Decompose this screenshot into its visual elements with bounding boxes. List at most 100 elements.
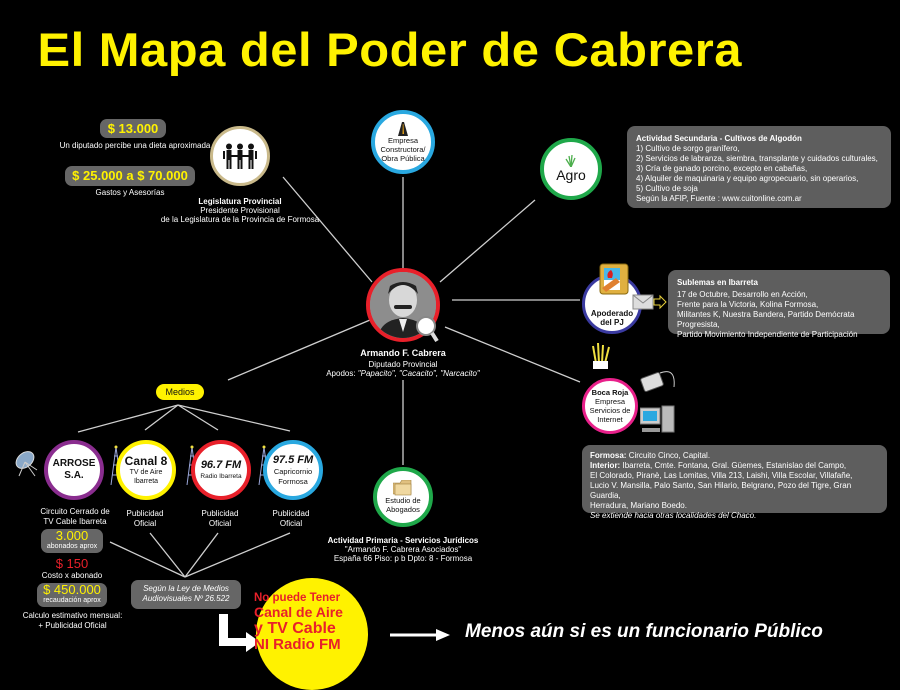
legislatura-title: Legislatura Provincial [198,197,282,206]
arrose-subtitle: S.A. [64,470,84,481]
cabrera-nicknames: Apodos: "Papacito", "Cacacito", "Narcaci… [300,369,506,379]
medio-arrose-node[interactable]: ARROSE S.A. [44,440,104,500]
arrose-title: ARROSE [52,458,96,469]
abonados-label: abonados aprox [46,543,98,550]
pj-line: Militantes K, Nuestra Bandera, Partido D… [677,310,855,329]
medio-canal8-node[interactable]: Canal 8 TV de Aire Ibarreta [116,440,176,500]
abonados-badge: 3.000 abonados aprox [41,529,103,553]
pj-panel-title: Sublemas en Ibarreta [677,278,758,287]
medio-975fm-node[interactable]: 97.5 FM Capricornio Formosa [263,440,323,500]
975fm-caption-line1: Publicidad [272,509,310,518]
boca-roja-line2: Servicios de [589,406,631,415]
975fm-caption: Publicidad Oficial [261,509,321,529]
cabrera-role: Diputado Provincial [368,360,438,369]
interior-line: Herradura, Mariano Boedo. [590,501,687,510]
coverage-note: Se extiende hacia otras localidades del … [590,511,757,520]
pj-line: 17 de Octubre, Desarrollo en Acción, [677,290,808,299]
dieta-label: Un diputado percibe una dieta aproximada [59,141,211,150]
agro-item: 3) Cría de ganado porcino, excepto en ca… [636,164,808,173]
satellite-dish-icon [13,448,41,483]
magnifier-icon [415,315,439,348]
abogados-line1: Estudio de [385,496,421,505]
page-title: El Mapa del Poder de Cabrera [37,23,742,76]
pj-shield-icon [598,262,630,301]
agro-label: Agro [556,167,586,183]
medio-967fm-node[interactable]: 96.7 FM Radio Ibarreta [191,440,251,500]
ley-line1: Según la Ley de Medios [143,584,229,593]
recaudacion-badge: $ 450.000 recaudación aprox [37,583,107,607]
arrose-caption-line1: Circuito Cerrado de [40,507,110,516]
arrose-caption-line2: TV Cable Ibarreta [43,517,107,526]
conclusion-line2: Canal de Aire [254,604,343,620]
computer-icon [639,404,676,441]
constructora-line1: Empresa [387,135,418,145]
canal8-sub1: TV de Aire [129,469,163,476]
interior-line: El Colorado, Piranè, Las Lomitas, Villa … [590,471,853,480]
formosa-text: Circuito Cinco, Capital. [628,451,711,460]
people-holding-hands-icon [223,143,257,169]
folder-icon [393,480,412,496]
costo-value: $ 150 [55,556,89,571]
dieta-amount-badge: $ 13.000 [100,119,166,138]
967fm-sub1: Radio Ibarreta [200,473,242,480]
conclusion-line3: y TV Cable [254,620,336,637]
pj-info-panel: Sublemas en Ibarreta 17 de Octubre, Desa… [668,270,890,339]
medios-label[interactable]: Medios [156,384,204,400]
recaudacion-label: recaudación aprox [43,597,101,604]
975fm-sub2: Formosa [278,477,308,486]
costo-label: Costo x abonado [41,571,103,580]
interior-line: Ibarreta, Cmte. Fontana, Gral. Güemes, E… [622,461,847,470]
nicknames-label: Apodos: [326,369,356,378]
agro-info-panel: Actividad Secundaria - Cultivos de Algod… [627,126,891,208]
967fm-caption-line1: Publicidad [201,509,239,518]
pj-line: Frente para la Victoria, Kolina Formosa, [677,300,819,309]
conclusion-line1: No puede Tener [254,592,341,604]
abogados-caption-title: Actividad Primaria - Servicios Jurídicos [327,536,479,545]
estimate-line1: Calculo estimativo mensual: [22,611,123,620]
gastos-label: Gastos y Asesorías [95,188,165,197]
agro-item: 5) Cultivo de soja [636,184,698,193]
final-statement: Menos aún si es un funcionario Público [465,621,823,642]
ley-medios-box: Según la Ley de Medios Audiovisuales Nº … [131,580,241,609]
agro-item: 1) Cultivo de sorgo granífero, [636,144,740,153]
boca-roja-node[interactable]: Boca Roja Empresa Servicios de Internet [582,378,638,434]
agro-item: 4) Alquiler de maquinaria y equipo agrop… [636,174,859,183]
cables-icon [590,342,612,374]
boca-roja-name: Boca Roja [591,388,629,397]
975fm-sub1: Capricornio [273,467,313,476]
interior-line: Lucio V. Mansilla, Palo Santo, San Hilar… [590,481,852,500]
recaudacion-value: $ 450.000 [43,582,101,597]
cabrera-name: Armando F. Cabrera [360,348,446,358]
conclusion-circle [256,578,368,690]
canal8-sub2: Ibarreta [133,478,159,485]
agro-panel-title: Actividad Secundaria - Cultivos de Algod… [636,134,802,143]
abogados-line2: Abogados [386,505,420,514]
constructora-line2: Constructora/ [380,144,426,154]
canal8-caption-line1: Publicidad [126,509,164,518]
estimate-line2: + Publicidad Oficial [38,621,107,630]
abonados-value: 3.000 [55,528,89,543]
967fm-title: 96.7 FM [200,459,242,471]
conclusion-text: No puede Tener Canal de Aire y TV Cable … [254,592,374,652]
pj-line2: del PJ [600,318,624,327]
agro-item: 2) Servicios de labranza, siembra, trans… [636,154,878,163]
constructora-node[interactable]: Empresa Constructora/ Obra Pública [371,110,435,174]
967fm-caption-line2: Oficial [208,519,232,528]
abogados-node[interactable]: Estudio de Abogados [373,467,433,527]
grass-icon [565,155,576,167]
nicknames-value: "Papacito", "Cacacito", "Narcacito" [357,369,480,378]
legislatura-node[interactable] [210,126,270,186]
interior-label: Interior: [590,461,621,470]
estimate-note: Calculo estimativo mensual: + Publicidad… [15,611,130,631]
agro-source: Según la AFIP, Fuente : www.cuitonline.c… [636,194,802,203]
abogados-caption-line1: "Armando F. Cabrera Asociados" [344,545,462,554]
legislatura-line1: Presidente Provisional [200,206,280,215]
boca-roja-line3: Internet [597,415,623,424]
arrose-caption: Circuito Cerrado de TV Cable Ibarreta [30,507,120,527]
ley-line2: Audiovisuales Nº 26.522 [142,594,230,603]
agro-node[interactable]: Agro [540,138,602,200]
canal8-title: Canal 8 [124,454,168,468]
gastos-amount-badge: $ 25.000 a $ 70.000 [65,166,195,186]
road-icon [398,121,408,136]
